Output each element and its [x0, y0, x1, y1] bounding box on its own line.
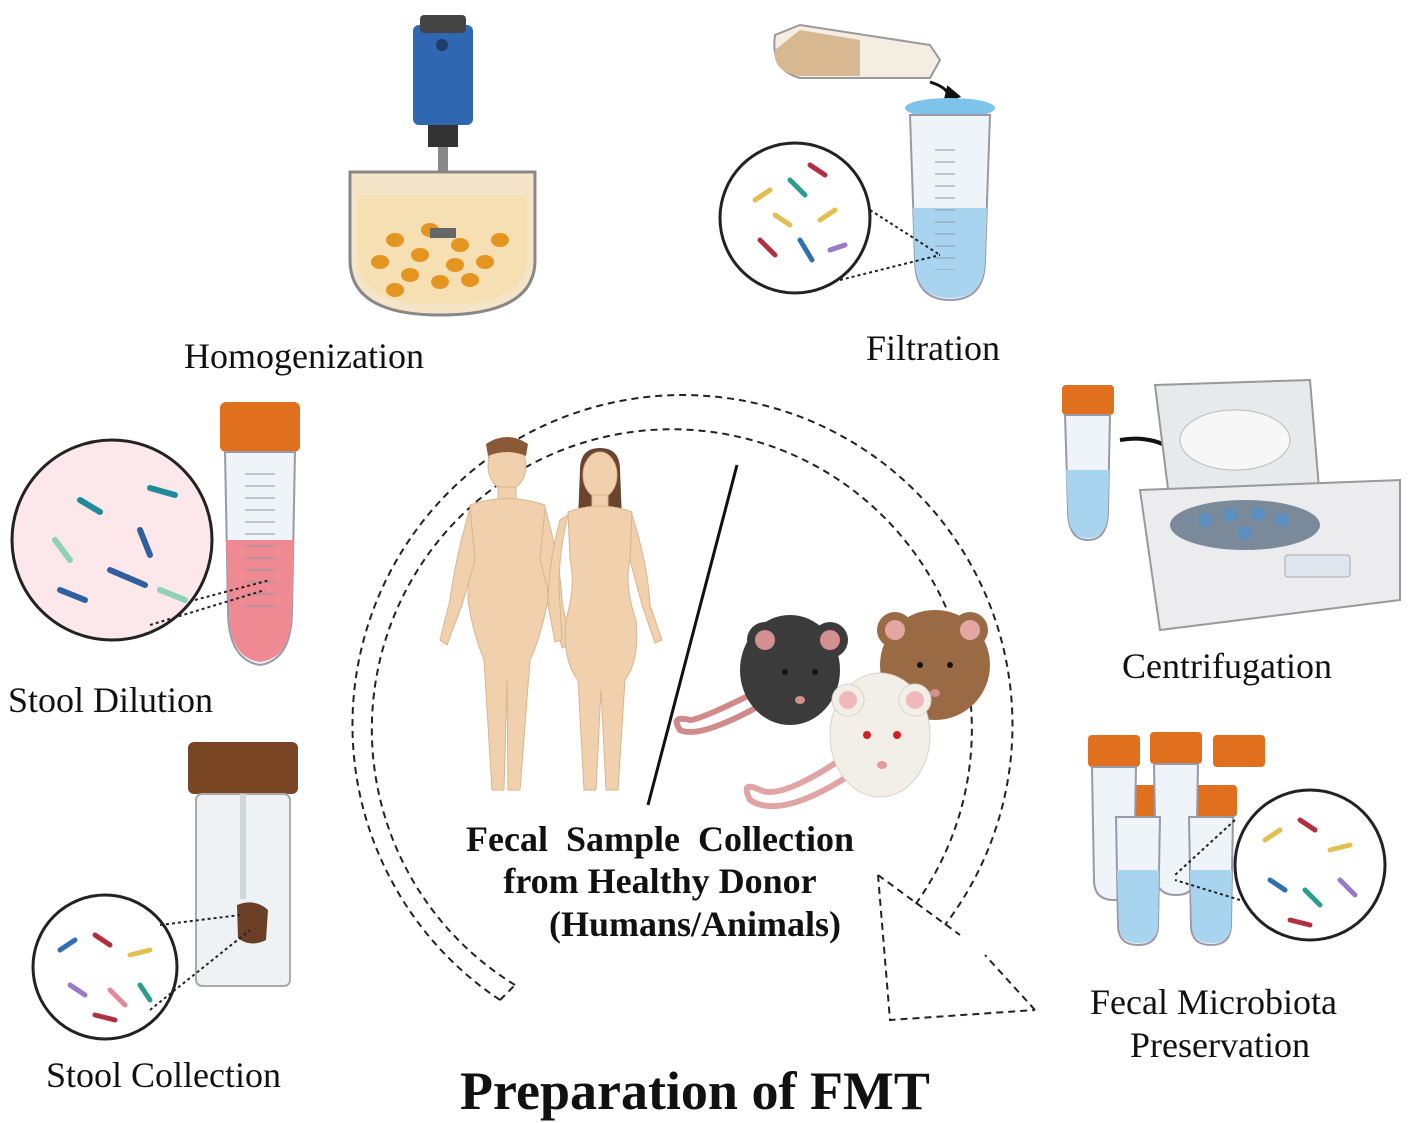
stool-collection-label: Stool Collection	[46, 1055, 282, 1095]
preservation-label-line1: Fecal Microbiota	[1090, 982, 1337, 1022]
human-male-figure	[439, 437, 571, 791]
center-caption-line1: Fecal Sample Collection	[466, 819, 854, 859]
filtration-label: Filtration	[866, 328, 1000, 368]
human-female-figure	[547, 448, 663, 791]
homogenizer-illustration	[348, 15, 537, 317]
stool-dilution-illustration	[10, 402, 300, 667]
homogenization-label: Homogenization	[184, 336, 424, 376]
center-caption-line2: from Healthy Donor	[503, 861, 817, 902]
divider-line	[646, 464, 739, 806]
preservation-label-line2: Preservation	[1130, 1025, 1310, 1065]
center-caption-line3: (Humans/Animals)	[548, 903, 842, 944]
preservation-illustration	[1088, 732, 1387, 947]
centrifugation-label: Centrifugation	[1122, 646, 1332, 686]
stool-collection-illustration	[31, 742, 298, 1041]
rat-white	[743, 672, 932, 810]
main-title: Preparation of FMT	[460, 1061, 930, 1121]
centrifuge-illustration	[1062, 378, 1401, 632]
filtration-illustration	[718, 23, 995, 302]
stool-dilution-label: Stool Dilution	[8, 680, 214, 720]
center-caption: Fecal Sample Collection from Healthy Don…	[430, 818, 890, 945]
rat-black	[673, 615, 848, 735]
